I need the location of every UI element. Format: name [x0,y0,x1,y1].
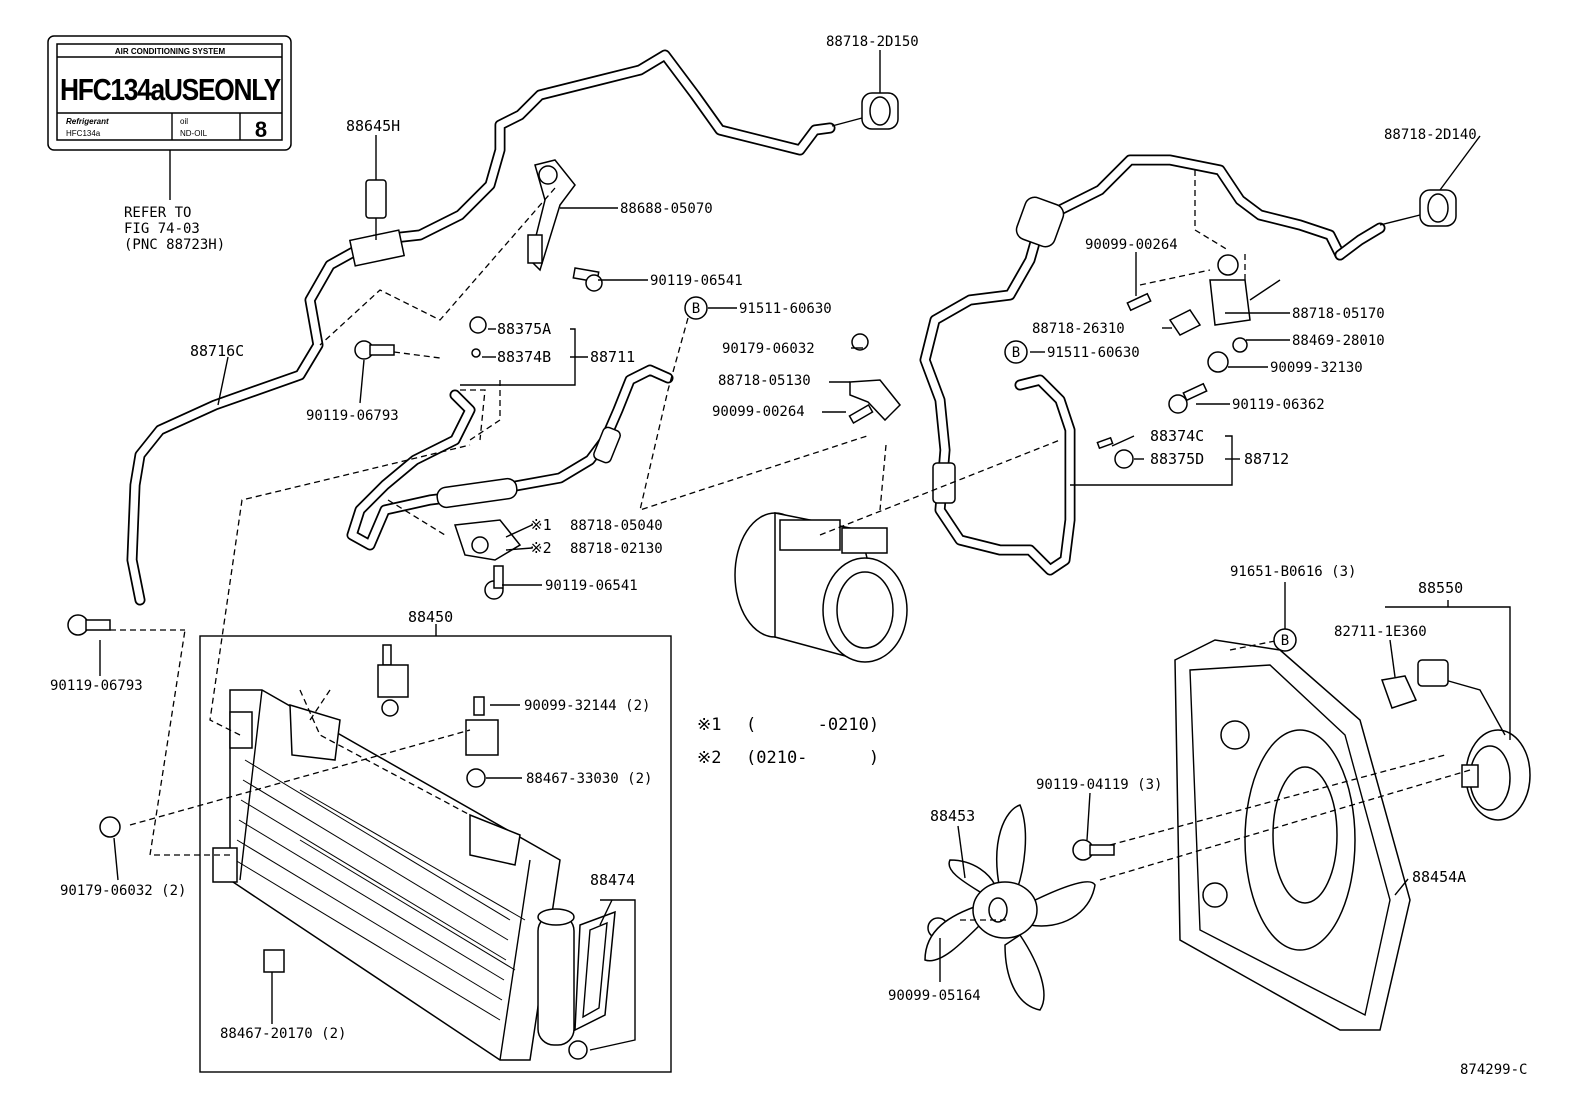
clamp-88718-05130 [849,379,902,422]
part-88718-05130: 88718-05130 [718,373,811,389]
part-88375A: 88375A [497,320,551,338]
part-90099-00264-b: 90099-00264 [1085,237,1178,253]
label-refrigerant-caption: Refrigerant [66,117,109,126]
fan-blade-88453 [924,804,1096,1011]
refer-note-line2: FIG 74-03 [124,221,200,237]
part-90119-06793-a: 90119-06793 [306,408,399,424]
fitting-88718-2d140 [1379,189,1457,227]
bracket-88688-05070 [527,159,576,272]
marker-b-3: B [1273,628,1297,652]
label-refrigerant-value: HFC134a [66,129,101,138]
part-88375D: 88375D [1150,450,1204,468]
refrigerant-label: AIR CONDITIONING SYSTEM HFC134aUSEONLY R… [47,35,292,151]
bolts [67,267,1248,1060]
label-oil-value: ND-OIL [180,129,208,138]
refer-note-line1: REFER TO [124,205,191,221]
part-88374B: 88374B [497,348,551,366]
part-90119-06362: 90119-06362 [1232,397,1325,413]
part-90099-32130: 90099-32130 [1270,360,1363,376]
legend-row1-mark: ※1 [697,715,721,735]
part-88450: 88450 [408,608,453,626]
pipe-88711 [346,364,674,551]
part-88645H: 88645H [346,117,400,135]
refer-note: REFER TO FIG 74-03 (PNC 88723H) [124,205,225,253]
part-90119-06793-b: 90119-06793 [50,678,143,694]
part-88688-05070: 88688-05070 [620,201,713,217]
pipe-88716c [126,49,836,606]
part-88469-28010: 88469-28010 [1292,333,1385,349]
part-88550: 88550 [1418,579,1463,597]
label-oil-caption: oil [180,117,188,126]
part-88718-2D140: 88718-2D140 [1384,127,1477,143]
label-oil-number: 8 [255,117,267,142]
part-90119-04119: 90119-04119 (3) [1036,777,1162,793]
mark-2-a: ※2 [530,539,552,557]
part-91511-60630-b: 91511-60630 [1047,345,1140,361]
part-88474: 88474 [590,871,635,889]
compressor [734,512,908,663]
legend: ※1 ( -0210) ※2 (0210- ) [697,715,879,768]
part-88718-2D150: 88718-2D150 [826,34,919,50]
condenser-88450 [212,664,616,1061]
svg-text:B: B [1012,345,1020,361]
part-88718-05040: 88718-05040 [570,518,663,534]
part-90099-32144: 90099-32144 (2) [524,698,650,714]
part-88454A: 88454A [1412,868,1466,886]
leader-lines [99,50,1511,1051]
pipe-88712 [919,154,1386,576]
svg-text:B: B [1281,633,1289,649]
label-main-text: HFC134aUSEONLY [60,72,282,107]
part-88467-33030: 88467-33030 (2) [526,771,652,787]
part-88716C: 88716C [190,342,244,360]
marker-b-1: B [684,296,708,320]
clamp-88718-26310 [1168,309,1202,336]
part-90119-06541-a: 90119-06541 [650,273,743,289]
part-82711-1E360: 82711-1E360 [1334,624,1427,640]
part-88467-20170: 88467-20170 (2) [220,1026,346,1042]
fan-shroud-88454a [1174,639,1411,1031]
figure-number: 874299-C [1460,1062,1527,1078]
part-88718-05170: 88718-05170 [1292,306,1385,322]
svg-text:B: B [692,301,700,317]
part-90119-06541-b: 90119-06541 [545,578,638,594]
part-labels: 88718-2D150 88645H 88688-05070 90119-065… [50,34,1477,1042]
part-91651-B0616: 91651-B0616 (3) [1230,564,1356,580]
part-90179-06032-b: 90179-06032 (2) [60,883,186,899]
connection-dashes [110,170,1471,921]
part-88718-02130: 88718-02130 [570,541,663,557]
part-91511-60630-a: 91511-60630 [739,301,832,317]
legend-row1-text: ( -0210) [746,715,879,735]
clamp-88718-05040 [453,519,522,561]
part-88712: 88712 [1244,450,1289,468]
mark-1-a: ※1 [530,516,552,534]
bracket-88718-05170 [1209,254,1281,326]
refer-note-line3: (PNC 88723H) [124,237,225,253]
part-88718-26310: 88718-26310 [1032,321,1125,337]
pressure-switch-88645h [348,179,406,267]
marker-b-2: B [1004,340,1028,364]
fan-motor [1380,659,1531,821]
label-header: AIR CONDITIONING SYSTEM [115,47,226,56]
part-88453: 88453 [930,807,975,825]
part-88374C: 88374C [1150,427,1204,445]
legend-row2-text: (0210- ) [746,748,879,768]
part-90099-00264-a: 90099-00264 [712,404,805,420]
part-90179-06032-a: 90179-06032 [722,341,815,357]
part-90099-05164: 90099-05164 [888,988,981,1004]
legend-row2-mark: ※2 [697,748,721,768]
fitting-88718-2d150 [831,92,899,130]
part-88711: 88711 [590,348,635,366]
